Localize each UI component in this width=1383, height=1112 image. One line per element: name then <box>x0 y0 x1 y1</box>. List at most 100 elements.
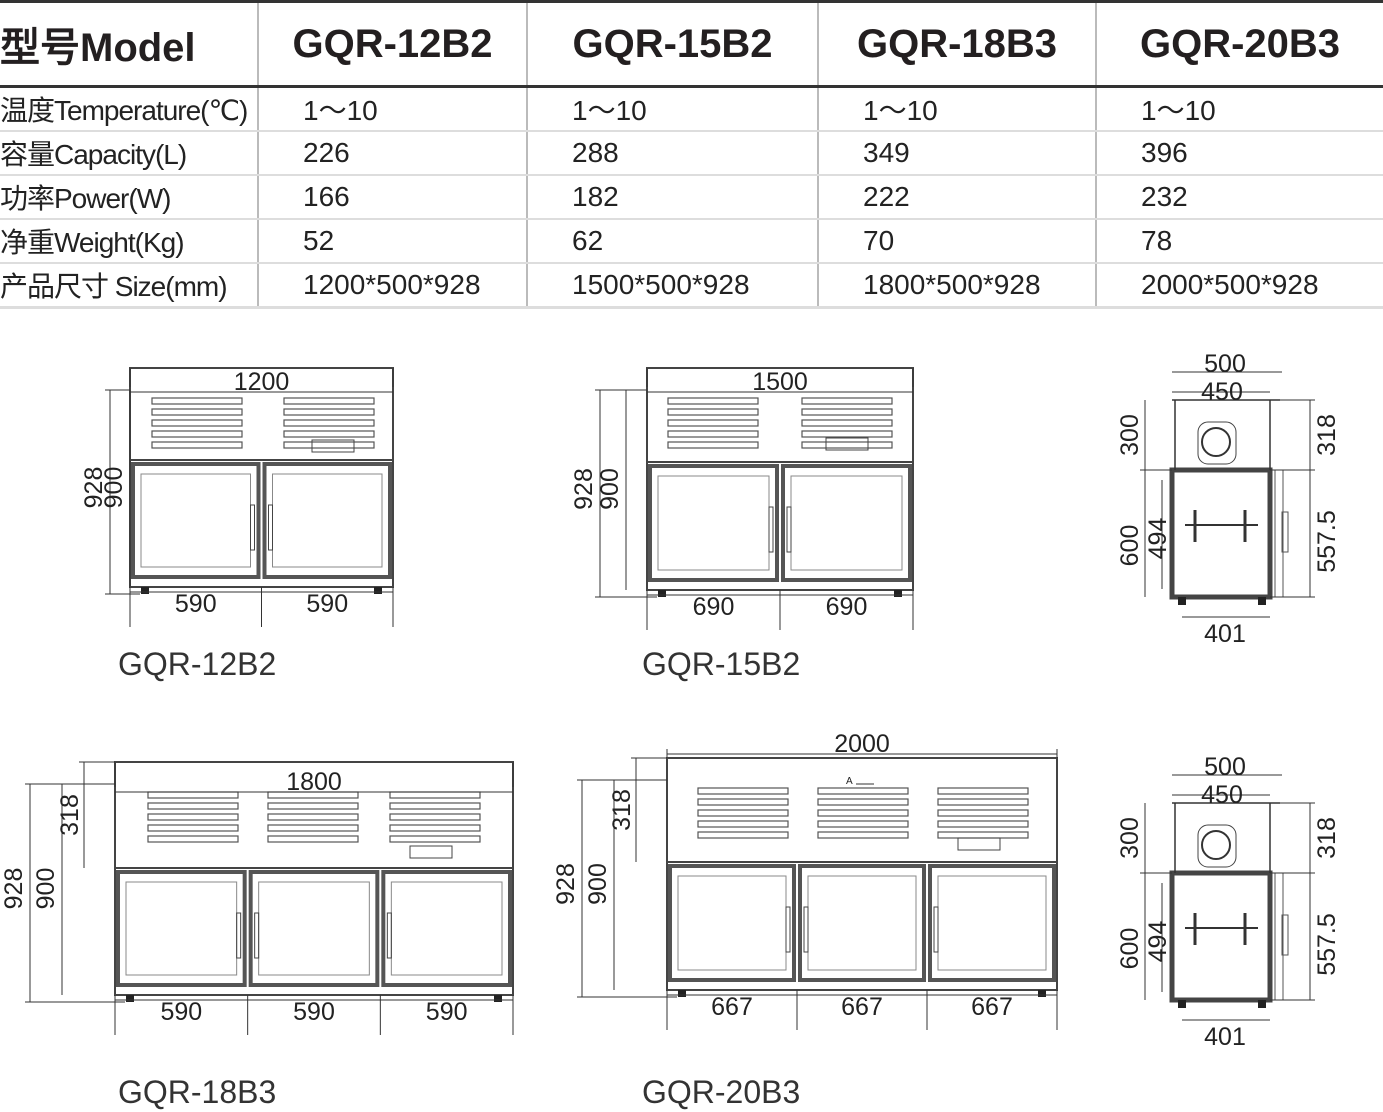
drawing-caption: GQR-20B3 <box>642 1074 801 1110</box>
spec-value: 222 <box>818 175 1097 220</box>
vent-slot <box>267 813 359 821</box>
vent-slot <box>267 835 359 843</box>
control-panel-icon <box>957 837 1001 851</box>
door-glass-pane <box>790 475 903 571</box>
door-handle <box>268 504 273 551</box>
dimension-label: 300 <box>1116 817 1144 859</box>
vent-slot <box>801 408 893 416</box>
cabinet-outline <box>666 757 1058 991</box>
vent-slot <box>151 397 243 405</box>
dimension-label: 318 <box>1313 414 1341 456</box>
dimension-label: 590 <box>293 998 335 1026</box>
door-handle <box>1281 511 1289 553</box>
spec-value: 70 <box>818 219 1097 264</box>
spec-label: 温度Temperature(℃) <box>0 86 259 132</box>
dimension-label: 450 <box>1201 378 1243 406</box>
door-handle <box>1281 914 1289 956</box>
glass-door <box>928 864 1056 982</box>
vent-slot <box>801 430 893 438</box>
foot-icon <box>126 995 134 1002</box>
cabinet-body <box>1169 870 1273 1003</box>
spec-value: 349 <box>818 131 1097 176</box>
vent-slot <box>667 397 759 405</box>
vent-slot <box>817 787 909 795</box>
vent-slot <box>801 397 893 405</box>
vent-slot <box>817 831 909 839</box>
dimension-label: 401 <box>1204 620 1246 648</box>
dimension-label: 690 <box>826 593 868 621</box>
spec-value: 78 <box>1096 219 1383 264</box>
vent-slot <box>937 809 1029 817</box>
dimension-label: 928 <box>570 468 598 510</box>
spec-value: 226 <box>258 131 528 176</box>
vent-slot <box>389 824 481 832</box>
dimension-label: 928 <box>80 467 108 509</box>
spec-value: 1～10 <box>258 86 528 132</box>
vent-slot <box>151 430 243 438</box>
compressor-fan-icon <box>1201 830 1231 860</box>
front-view-drawing: A <box>666 757 1058 997</box>
compressor-icon <box>1197 421 1237 465</box>
door-glass-pane <box>807 875 917 971</box>
door-handle <box>785 906 791 953</box>
door-glass-pane <box>937 875 1047 971</box>
spec-value: 166 <box>258 175 528 220</box>
vent-slot <box>937 831 1029 839</box>
front-view-drawing <box>129 367 394 594</box>
vent-slot <box>147 813 239 821</box>
vent-slot <box>667 419 759 427</box>
vent-slot <box>151 441 243 449</box>
dimension-label: 1500 <box>752 368 808 396</box>
vent-slot <box>389 791 481 799</box>
dimension-label: 928 <box>552 863 580 905</box>
foot-icon <box>374 587 382 594</box>
door-handle <box>803 906 809 953</box>
dimension-label: 667 <box>841 993 883 1021</box>
glass-door <box>116 870 247 987</box>
glass-door <box>648 464 779 582</box>
spec-value: 396 <box>1096 131 1383 176</box>
dimension-label: 667 <box>971 993 1013 1021</box>
spec-value: 1～10 <box>527 86 819 132</box>
spec-value: 1200*500*928 <box>258 263 528 309</box>
spec-value: 62 <box>527 219 819 264</box>
glass-door <box>668 864 796 982</box>
vent-slot <box>801 419 893 427</box>
dimension-label: 557.5 <box>1313 913 1341 976</box>
spec-value: 182 <box>527 175 819 220</box>
vent-slot <box>667 430 759 438</box>
dimension-label: 450 <box>1201 781 1243 809</box>
dimension-label: 690 <box>693 593 735 621</box>
foot-icon <box>141 587 149 594</box>
front-view-drawing <box>114 761 514 1002</box>
door-glass-pane <box>390 881 503 976</box>
vent-slot <box>667 441 759 449</box>
vent-slot <box>937 820 1029 828</box>
door-handle <box>236 912 242 959</box>
model-name: GQR-12B2 <box>258 1 528 88</box>
vent-slot <box>147 791 239 799</box>
spec-table: 型号Model GQR-12B2 GQR-15B2 GQR-18B3 GQR-2… <box>0 0 1383 309</box>
spec-label: 功率Power(W) <box>0 175 259 220</box>
glass-door <box>381 870 513 987</box>
side-view-drawing <box>1169 380 1289 605</box>
door-handle <box>786 506 792 553</box>
dimension-label: 600 <box>1116 928 1144 970</box>
foot-icon <box>1178 597 1186 605</box>
vent-slot <box>667 408 759 416</box>
dimension-label: 900 <box>100 467 128 509</box>
model-name: GQR-20B3 <box>1096 1 1383 88</box>
door-glass-pane <box>125 881 238 976</box>
control-panel-icon <box>825 437 869 451</box>
vent-slot <box>283 441 375 449</box>
spec-label: 净重Weight(Kg) <box>0 219 259 264</box>
vent-slot <box>817 820 909 828</box>
vent-slot <box>937 798 1029 806</box>
vent-slot <box>147 802 239 810</box>
glass-door <box>798 864 926 982</box>
foot-icon <box>1178 1000 1186 1008</box>
vent-slot <box>697 831 789 839</box>
door-handle <box>254 912 260 959</box>
